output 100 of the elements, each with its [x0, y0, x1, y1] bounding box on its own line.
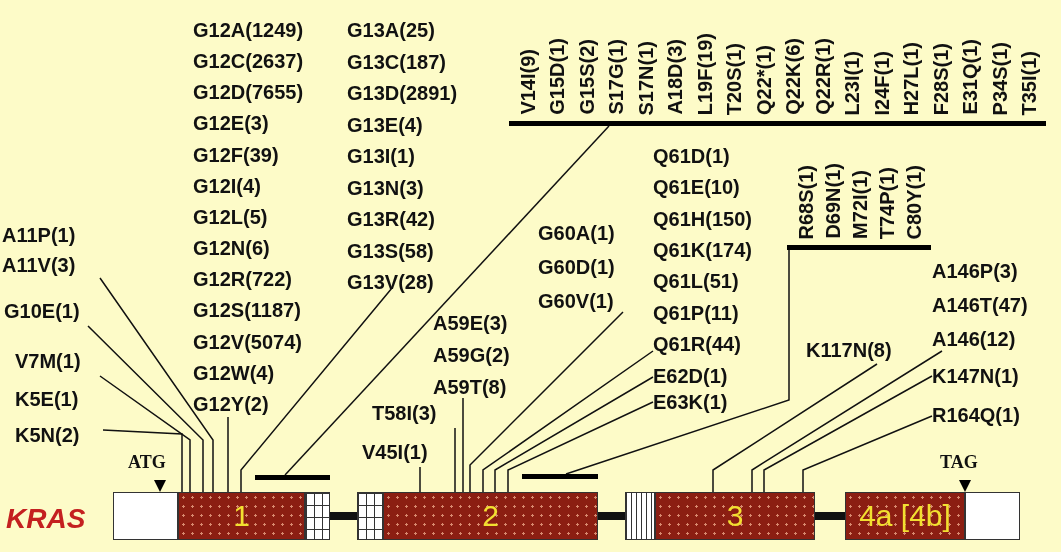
mutation-label: G60A(1): [538, 221, 616, 246]
mutation-label: S17G(1): [604, 39, 629, 115]
mutation-label: G12E(3): [193, 111, 270, 137]
leader-line: [712, 363, 878, 493]
mutation-label: M72I(1): [848, 170, 872, 239]
mutation-label: Q22R(1): [810, 38, 835, 115]
mutation-label: G60V(1): [538, 289, 615, 314]
mutation-label: V7M(1): [15, 348, 105, 376]
mutation-label: Q61P(11): [653, 300, 740, 326]
intron-line: [330, 512, 357, 520]
mutation-label: L19F(19): [692, 32, 717, 115]
leader-line: [494, 376, 654, 493]
mutation-label: Q61R(44): [653, 331, 742, 357]
leader-line: [507, 401, 654, 493]
mutation-label: T58I(3): [372, 400, 457, 428]
mutation-label: K117N(8): [806, 337, 918, 365]
mutation-label: S17N(1): [633, 40, 658, 115]
mutation-label: Q61K(174): [653, 238, 753, 263]
checkered-segment: [357, 492, 383, 540]
leader-line: [469, 311, 624, 493]
mutation-label: Q61E(10): [653, 175, 741, 201]
mutation-label: G12F(39): [193, 142, 280, 168]
leader-line: [87, 325, 204, 493]
mutation-label: G12S(1187): [193, 298, 302, 324]
mutation-label: F28S(1): [928, 42, 953, 115]
untranslated-region-box: [113, 492, 178, 540]
mutation-label: G12W(4): [193, 360, 276, 386]
mutation-label: G15D(1): [545, 38, 570, 115]
leader-line: [802, 415, 933, 493]
mutation-label: A146T(47): [932, 293, 1029, 318]
mutation-label: T74P(1): [875, 166, 899, 239]
mutation-label: G60D(1): [538, 255, 616, 280]
leader-line: [763, 375, 933, 493]
mutation-label: G13N(3): [347, 175, 425, 201]
mutation-label: G13C(187): [347, 49, 447, 75]
leader-line: [482, 350, 654, 493]
region-bar: [522, 474, 598, 479]
leader-line: [99, 277, 214, 493]
mutation-label: A146(12): [932, 327, 1017, 352]
region-bar: [255, 475, 330, 480]
checkered-segment: [305, 492, 330, 540]
mutation-label: I24F(1): [869, 50, 894, 115]
leader-line: [284, 125, 610, 476]
mutation-label: A18D(3): [663, 39, 688, 115]
mutation-label: G13A(25): [347, 18, 436, 43]
mutation-label: A146P(3): [932, 259, 1019, 284]
mutation-label: P34S(1): [987, 41, 1012, 115]
leader-line: [102, 429, 183, 493]
mutation-label: G13S(58): [347, 238, 435, 264]
mutation-label: D69N(1): [821, 163, 845, 239]
leader-line: [454, 427, 456, 493]
mutation-label: A59T(8): [433, 375, 508, 400]
mutation-label: G12I(4): [193, 173, 262, 199]
leader-line: [565, 249, 790, 475]
leader-line: [227, 416, 229, 493]
mutation-label: K5E(1): [15, 387, 80, 412]
mutation-label: E31Q(1): [958, 39, 983, 115]
mutation-label: Q22*(1): [751, 44, 776, 115]
mutation-label: G12A(1249): [193, 18, 305, 43]
leader-line: [462, 397, 464, 493]
mutation-label: T20S(1): [722, 42, 747, 115]
mutation-label: K5N(2): [15, 423, 81, 448]
mutation-label: E63K(1): [653, 389, 743, 417]
striped-segment: [625, 492, 655, 540]
mutation-label: Q61D(1): [653, 144, 731, 169]
mutation-label: E62D(1): [653, 363, 743, 391]
leader-line: [99, 375, 191, 493]
mutation-label: G12D(7655): [193, 80, 305, 106]
mutation-label: A59G(2): [433, 343, 511, 368]
mutation-label: H27L(1): [899, 41, 924, 115]
exon-box: 1: [178, 492, 305, 540]
mutation-label: G10E(1): [4, 298, 99, 326]
mutation-label: G12R(722): [193, 267, 293, 293]
mutation-label: Q22K(6): [781, 38, 806, 115]
codon-label: TAG: [940, 452, 978, 473]
mutation-label: C80Y(1): [902, 164, 926, 239]
exon-box: 2: [383, 492, 598, 540]
mutation-label: G12N(6): [193, 236, 271, 262]
leader-line: [419, 466, 421, 493]
mutation-label: K147N(1): [932, 363, 1044, 391]
mutation-label: V14I(9): [516, 49, 540, 115]
mutation-label: G13R(42): [347, 207, 436, 232]
mutation-label: R68S(1): [794, 164, 818, 239]
mutation-label: A11V(3): [2, 253, 77, 278]
mutation-label: G12L(5): [193, 204, 269, 230]
mutation-label: G12C(2637): [193, 49, 305, 75]
mutation-label: G12V(5074): [193, 329, 303, 355]
mutation-label: G13I(1): [347, 144, 416, 169]
mutation-label: Q61L(51): [653, 269, 740, 295]
mutation-label: Q61H(150): [653, 206, 753, 232]
intron-line: [815, 512, 845, 520]
mutation-label: T35I(1): [1016, 50, 1041, 115]
mutation-label: G13D(2891): [347, 81, 459, 106]
exon-box: 4a [4b]: [845, 492, 965, 540]
untranslated-region-box: [965, 492, 1020, 540]
mutation-label: R164Q(1): [932, 402, 1044, 430]
mutation-label: G12Y(2): [193, 391, 270, 417]
mutation-label: G15S(2): [574, 39, 599, 115]
intron-line: [598, 512, 625, 520]
mutation-label: A59E(3): [433, 311, 509, 336]
